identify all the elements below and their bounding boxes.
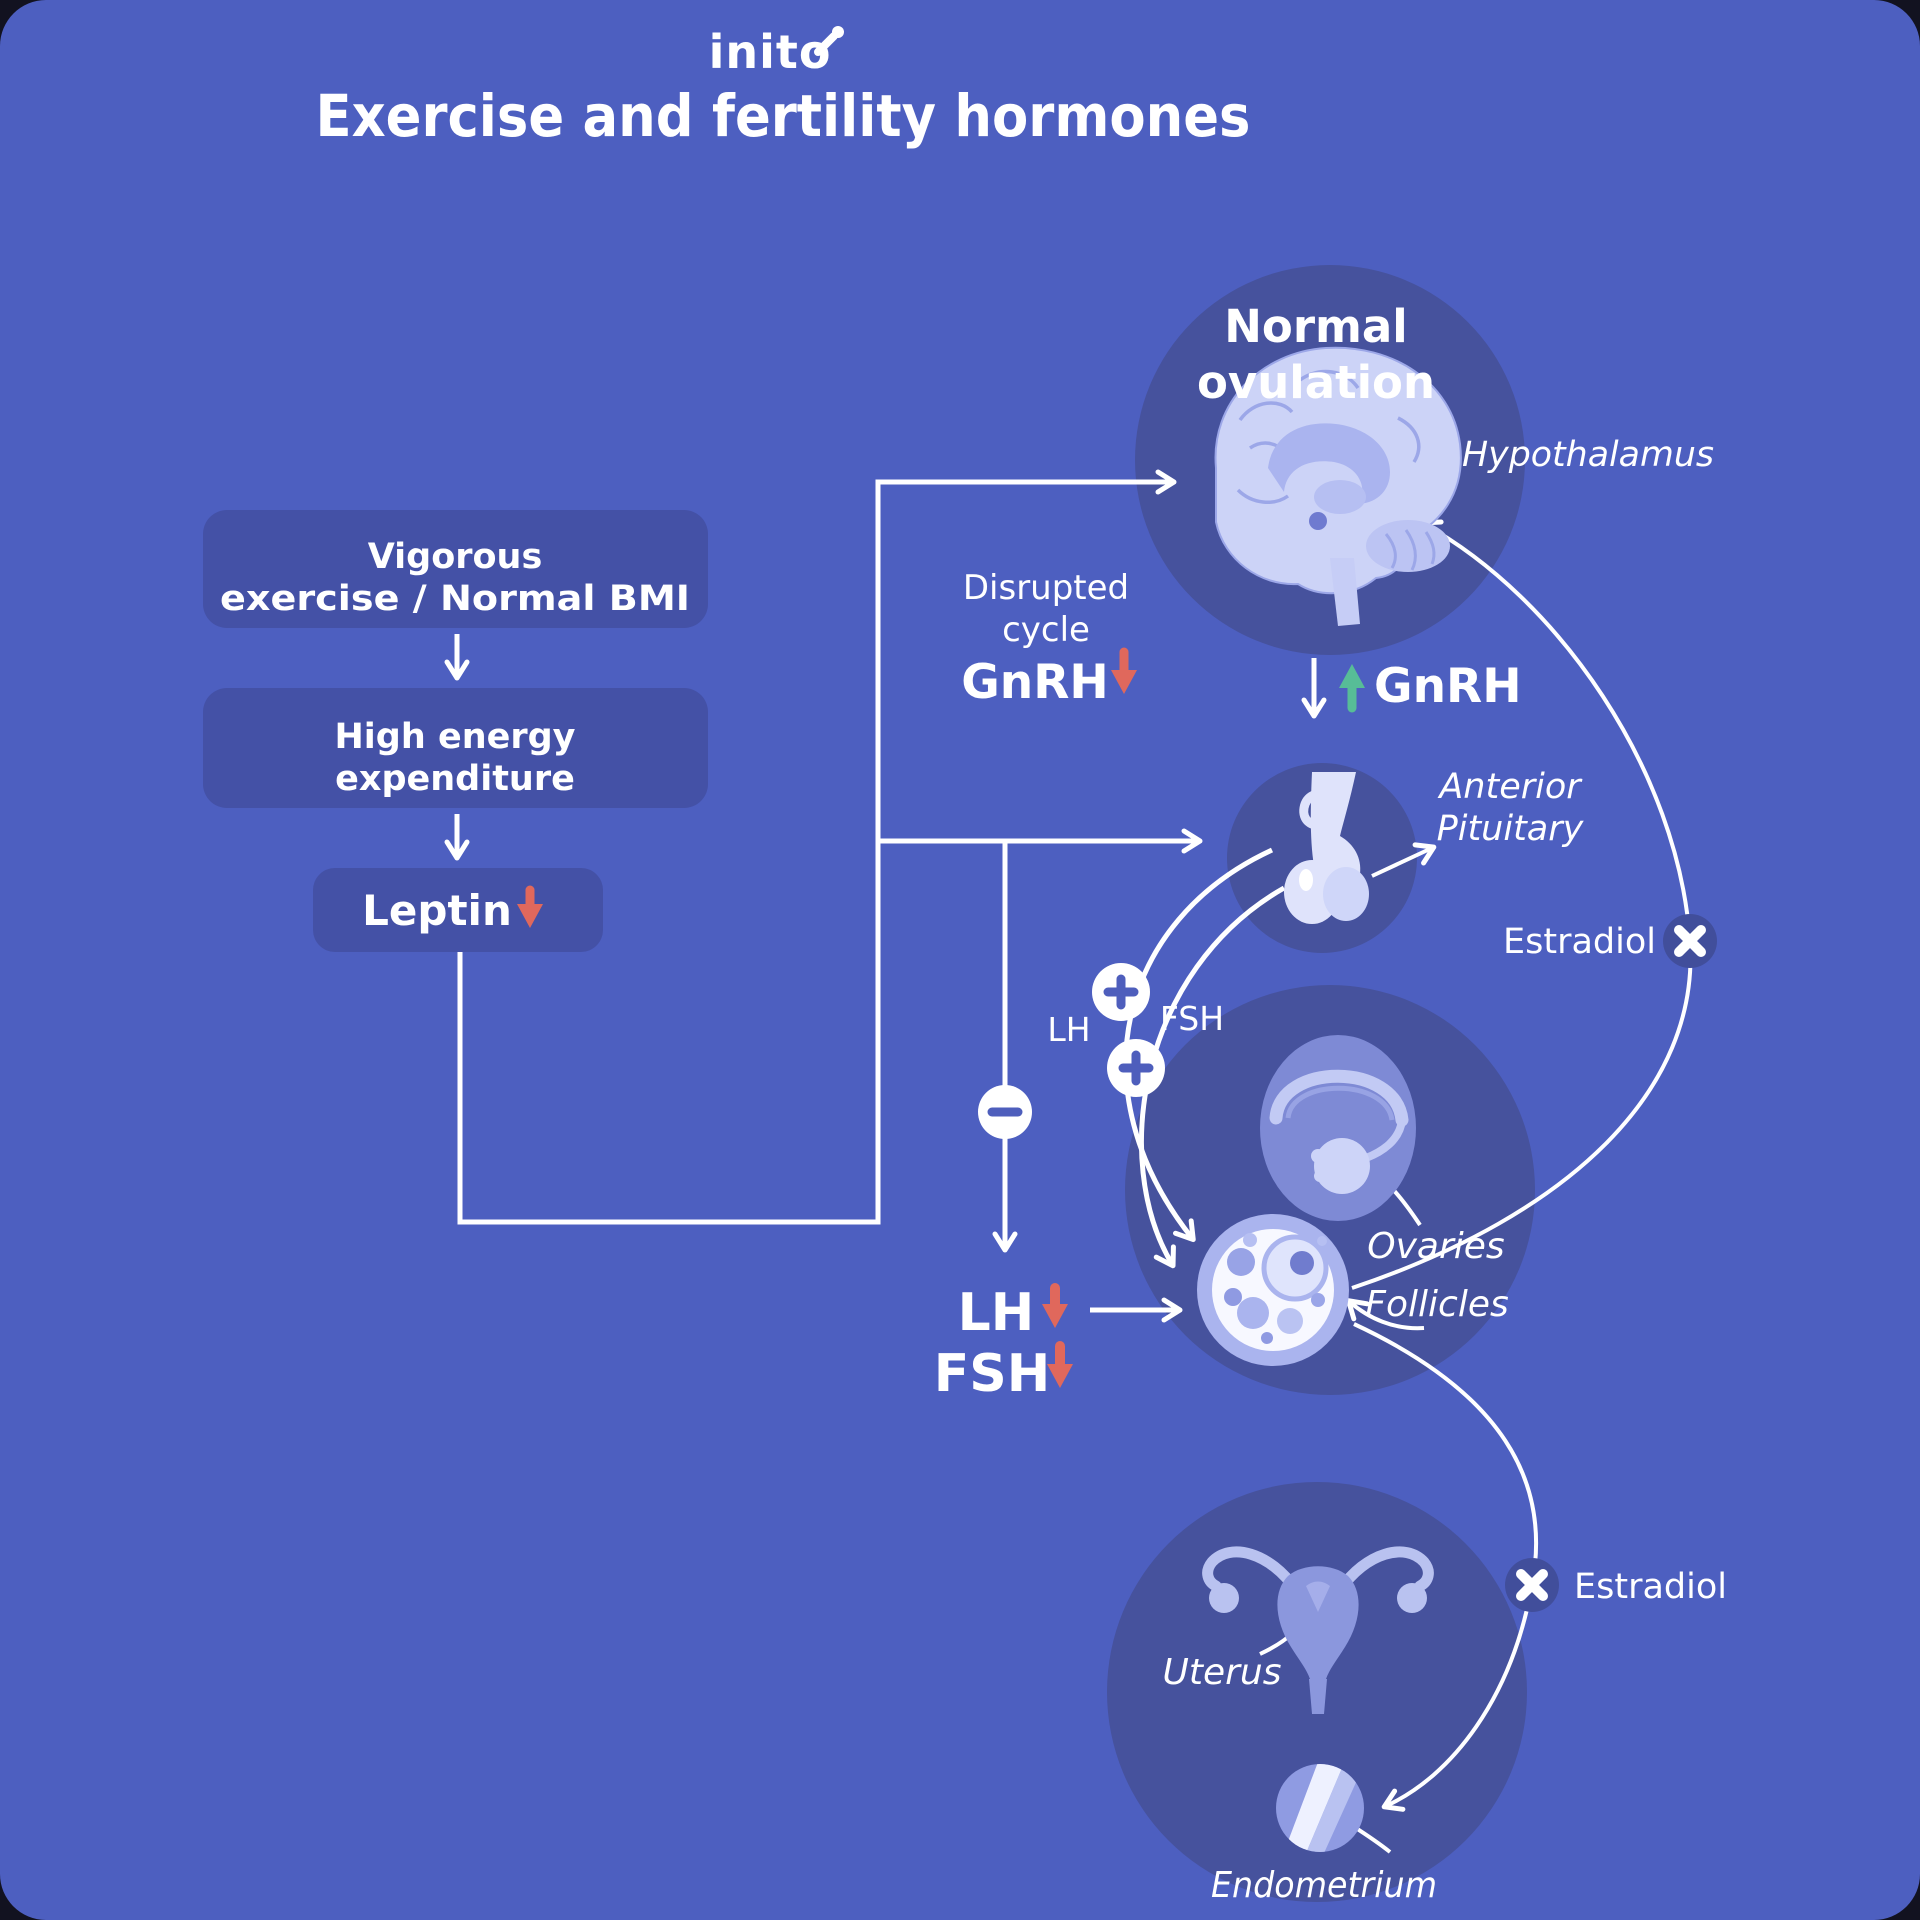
follicle-c <box>1237 1297 1269 1329</box>
follicle-illustration <box>1197 1214 1349 1366</box>
pituitary-illustration <box>1284 772 1369 924</box>
normal-ovulation-line1: Normal <box>1224 300 1407 353</box>
flow-box-vigorous-line2: exercise / Normal BMI <box>220 579 690 619</box>
follicles-pointer-curve <box>1346 1298 1425 1331</box>
fimbriae <box>1362 1116 1406 1162</box>
uterus-ovary-left <box>1209 1583 1239 1613</box>
brain-cerebellum <box>1366 520 1450 572</box>
cross-icon <box>1516 1569 1548 1601</box>
estradiol-right-label: Estradiol <box>1503 922 1656 962</box>
stimulate-badge-1 <box>1092 963 1150 1021</box>
flow-box-high-energy: High energy expenditure <box>203 688 708 808</box>
ovary-ball <box>1314 1138 1370 1194</box>
fsh-small-label: FSH <box>1160 999 1224 1038</box>
endometrium-layer-light <box>1284 1764 1342 1852</box>
uterus-cavity <box>1306 1581 1330 1612</box>
fallopian-tube-outer <box>1269 1069 1409 1127</box>
estradiol-blocked-badge-bottom <box>1505 1558 1559 1612</box>
fsh-low-label: FSH <box>934 1344 1051 1404</box>
lh-low-label: LH <box>958 1283 1035 1343</box>
disrupted-cycle-line2: cycle <box>1002 610 1090 650</box>
inhibit-badge <box>978 1085 1032 1139</box>
dominant-follicle-oocyte <box>1290 1251 1314 1275</box>
uterus-tube-left <box>1202 1546 1302 1596</box>
stimulate-badge-2 <box>1107 1039 1165 1097</box>
logo-tail-dot-icon <box>832 26 844 38</box>
lh-small-label: LH <box>1047 1010 1090 1049</box>
logo-tail-icon <box>814 32 838 56</box>
flow-box-high-energy-line2: expenditure <box>335 759 575 799</box>
brain-thalamus <box>1314 480 1366 514</box>
pituitary-lobe-right <box>1323 867 1369 921</box>
pituitary-highlight <box>1299 869 1313 891</box>
brain-corpus-callosum <box>1268 423 1390 504</box>
brain-cerebellum-lines <box>1384 529 1436 571</box>
ovary-bump-1 <box>1311 1149 1325 1163</box>
uterus-tube-right <box>1334 1546 1434 1596</box>
uterus-cervix <box>1309 1679 1327 1714</box>
estradiol-bottom-label: Estradiol <box>1574 1567 1727 1607</box>
brain-stem <box>1330 558 1360 626</box>
follicles-label: Follicles <box>1365 1284 1508 1325</box>
brain-hypothalamus-spot <box>1309 512 1327 530</box>
follicle-g <box>1317 1236 1327 1246</box>
ovary-illustration <box>1260 1035 1416 1221</box>
gnrh-decreased-label: GnRH <box>961 655 1109 710</box>
brain-illustration <box>1214 346 1462 626</box>
normal-ovulation-line2: ovulation <box>1197 356 1435 409</box>
flow-box-leptin-label: Leptin <box>362 886 512 935</box>
hypothalamus-label: Hypothalamus <box>1462 435 1714 475</box>
uterus-ovary-right <box>1397 1583 1427 1613</box>
estradiol-blocked-badge-top <box>1663 914 1717 968</box>
ovaries-label: Ovaries <box>1367 1226 1504 1267</box>
anterior-pituitary-line1: Anterior <box>1437 767 1583 807</box>
follicle-d <box>1277 1308 1303 1334</box>
disrupted-cycle-line1: Disrupted <box>963 568 1129 608</box>
cross-icon <box>1674 925 1706 957</box>
uterus-label: Uterus <box>1163 1652 1282 1693</box>
endometrium-layer-mid <box>1304 1768 1358 1852</box>
follicle-h <box>1261 1332 1273 1344</box>
pituitary-lobe-left <box>1284 860 1340 924</box>
anterior-pituitary-line2: Pituitary <box>1437 809 1585 849</box>
flow-box-vigorous-exercise: Vigorous exercise / Normal BMI <box>203 510 708 628</box>
endometrium-illustration <box>1276 1764 1364 1852</box>
anterior-pituitary-pointer-arrow <box>1371 842 1437 878</box>
follicle-f <box>1243 1233 1257 1247</box>
inito-logo: inito <box>709 25 844 79</box>
flow-box-leptin: Leptin <box>313 868 603 952</box>
flow-box-vigorous-line1: Vigorous <box>368 537 543 577</box>
plus-icon <box>1103 974 1139 1010</box>
follicle-b <box>1224 1288 1242 1306</box>
uterus-body <box>1277 1566 1359 1679</box>
plus-icon <box>1118 1050 1154 1086</box>
endometrium-label: Endometrium <box>1211 1865 1437 1906</box>
uterus-illustration <box>1202 1546 1434 1714</box>
inito-logo-text: inito <box>709 25 832 79</box>
flow-box-high-energy-line1: High energy <box>335 717 576 757</box>
follicle-e <box>1311 1293 1325 1307</box>
page-title: Exercise and fertility hormones <box>316 82 1251 150</box>
pituitary-curl <box>1299 789 1335 830</box>
gnrh-increased-label: GnRH <box>1374 659 1522 714</box>
ovary-bump-2 <box>1314 1170 1326 1182</box>
fallopian-tube-inner <box>1285 1085 1395 1121</box>
follicle-a <box>1227 1248 1255 1276</box>
leptin-to-hypothalamus-connector <box>457 469 1177 1225</box>
